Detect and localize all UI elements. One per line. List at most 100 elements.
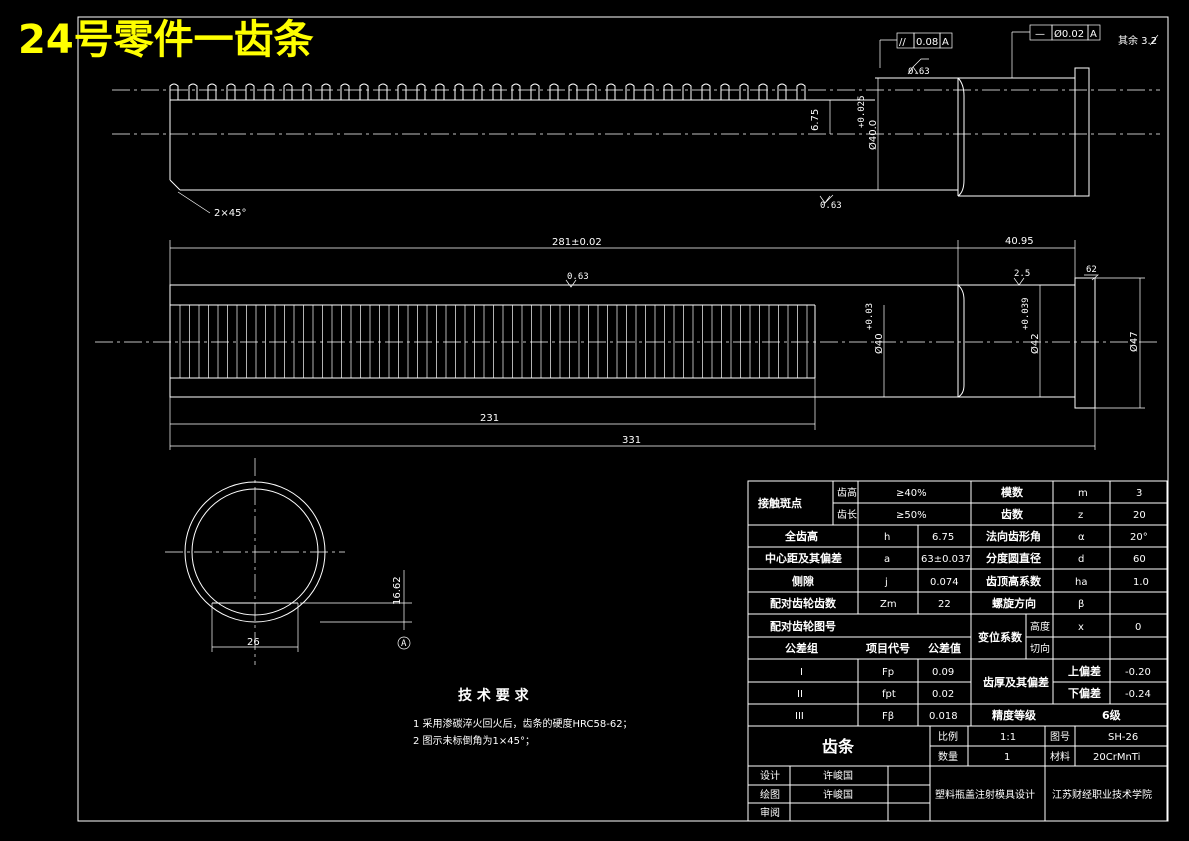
part-name: 齿条: [822, 737, 855, 756]
tech-item-2: 2 图示未标倒角为1×45°；: [413, 735, 535, 747]
tol-item-2: fpt: [882, 689, 896, 700]
chamfer-label: 2×45°: [214, 208, 246, 219]
tooth-height-label: 齿高: [837, 486, 857, 499]
mate-teeth-val: 22: [938, 599, 951, 610]
dim-331: 331: [622, 435, 641, 446]
tol-item-1: Fp: [882, 667, 894, 678]
runout-symbol: —: [1035, 29, 1045, 40]
diameter-dim: Ø40.0: [867, 120, 879, 150]
shift-height-label: 高度: [1030, 620, 1050, 633]
material-label: 材料: [1050, 750, 1070, 763]
dim-d42-tol: +0.039: [1021, 297, 1031, 330]
pressure-label: 法向齿形角: [986, 529, 1041, 543]
designer-label: 设计: [760, 769, 780, 782]
shift-tangent-label: 切向: [1030, 642, 1050, 655]
pressure-val: 20°: [1130, 532, 1148, 543]
shift-label: 变位系数: [978, 630, 1023, 644]
tol-group-1: I: [800, 667, 803, 678]
mate-drawing-label: 配对齿轮图号: [770, 619, 836, 633]
pitch-label: 分度圆直径: [986, 551, 1041, 565]
tooth-height-val: ≥40%: [896, 488, 927, 499]
tol-group-label: 公差组: [785, 641, 818, 655]
tol-group-2: II: [797, 689, 803, 700]
roughness-top: 0.63: [908, 67, 930, 77]
parameter-table: 接触斑点 齿高 ≥40% 齿长 ≥50% 模数 m 3 齿数 z 20 全齿高 …: [747, 480, 1168, 727]
qty-label: 数量: [938, 750, 958, 763]
dim-4095: 40.95: [1005, 236, 1034, 247]
roughness-mid: 0.63: [567, 272, 589, 282]
accuracy-val: 6级: [1102, 708, 1122, 722]
drawing-no-val: SH-26: [1108, 732, 1138, 743]
drawing-frame: [77, 16, 1169, 822]
tech-requirements: 技 术 要 求 1 采用渗碳淬火回火后，齿条的硬度HRC58-62； 2 图示未…: [413, 687, 633, 747]
dim-d42: Ø42: [1029, 333, 1041, 354]
page-title: 24号零件一齿条: [18, 17, 314, 63]
accuracy-label: 精度等级: [992, 708, 1037, 722]
module-sym: m: [1078, 488, 1088, 499]
tol-group-3: III: [795, 711, 804, 722]
rack-teeth: [169, 83, 810, 101]
dim-231: 231: [480, 413, 499, 424]
parallel-value: 0.08: [916, 37, 938, 48]
drafter-val: 许峻国: [823, 788, 853, 801]
mate-teeth-label: 配对齿轮齿数: [770, 596, 837, 610]
tech-item-1: 1 采用渗碳淬火回火后，齿条的硬度HRC58-62；: [413, 717, 633, 730]
title-block: 齿条 比例 1:1 图号 SH-26 数量 1 材料 20CrMnTi 设计 许…: [747, 725, 1168, 822]
section-view: 26 16.62 A: [165, 458, 412, 665]
full-height-label: 全齿高: [784, 529, 818, 543]
lower-dev-val: -0.24: [1125, 689, 1151, 700]
contact-label: 接触斑点: [758, 496, 802, 510]
dim-d47: Ø47: [1128, 331, 1140, 352]
tol-value-label: 公差值: [928, 641, 961, 655]
upper-dev-label: 上偏差: [1068, 664, 1101, 678]
mate-teeth-sym: Zm: [880, 599, 897, 610]
parallel-datum: A: [942, 37, 949, 48]
pitch-sym: d: [1078, 554, 1084, 565]
dim-26: 26: [247, 637, 260, 648]
tol-item-3: Fβ: [882, 711, 894, 722]
tooth-length-val: ≥50%: [896, 510, 927, 521]
material-val: 20CrMnTi: [1093, 752, 1140, 763]
runout-datum: A: [1090, 29, 1097, 40]
school-name: 江苏财经职业技术学院: [1052, 788, 1152, 801]
addendum-sym: ha: [1075, 577, 1087, 588]
clearance-label: 侧隙: [792, 574, 814, 588]
tol-item-label: 项目代号: [866, 641, 910, 655]
tech-heading: 技 术 要 求: [458, 687, 530, 704]
qty-val: 1: [1004, 752, 1010, 763]
dim-d40-tol: +0.03: [865, 303, 875, 330]
full-height-sym: h: [884, 532, 890, 543]
dim-62: 62: [1086, 265, 1097, 275]
teeth-label: 齿数: [1001, 507, 1024, 521]
center-val: 63±0.037: [921, 554, 971, 565]
addendum-val: 1.0: [1133, 577, 1149, 588]
drawing-no-label: 图号: [1050, 731, 1070, 743]
roughness-shoulder: 2.5: [1014, 269, 1030, 279]
shift-height-val: 0: [1135, 622, 1141, 633]
section-datum: A: [401, 639, 407, 649]
designer-val: 许峻国: [823, 769, 853, 782]
tooth-length-label: 齿长: [837, 509, 857, 521]
teeth-sym: z: [1078, 510, 1083, 521]
tol-value-3: 0.018: [929, 711, 958, 722]
rest-surface-label: 其余 3.2: [1118, 34, 1157, 47]
drafter-label: 绘图: [760, 788, 780, 801]
project-name: 塑料瓶盖注射模具设计: [935, 788, 1035, 801]
tol-value-2: 0.02: [932, 689, 954, 700]
dim-1662: 16.62: [392, 576, 403, 605]
center-label: 中心距及其偏差: [765, 551, 842, 565]
module-label: 模数: [1001, 485, 1024, 499]
parallel-symbol: //: [899, 37, 906, 48]
tol-value-1: 0.09: [932, 667, 954, 678]
addendum-label: 齿顶高系数: [986, 574, 1042, 588]
upper-dev-val: -0.20: [1125, 667, 1151, 678]
clearance-sym: j: [884, 577, 888, 588]
shift-height-sym: x: [1078, 622, 1084, 633]
pressure-sym: α: [1078, 532, 1085, 543]
tooth-height-dim: 6.75: [810, 109, 821, 131]
module-val: 3: [1136, 488, 1142, 499]
scale-val: 1:1: [1000, 732, 1016, 743]
dim-281: 281±0.02: [552, 237, 602, 248]
center-sym: a: [884, 554, 890, 565]
roughness-bottom: 0.63: [820, 201, 842, 211]
